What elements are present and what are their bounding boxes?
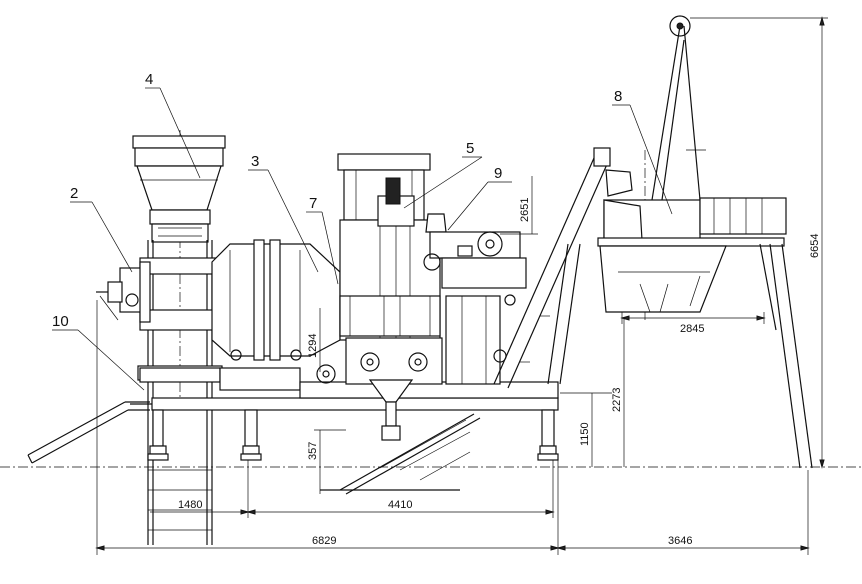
callout-5: 5 (466, 140, 474, 157)
right-tower (547, 15, 813, 469)
dim-4410: 4410 (388, 499, 412, 511)
left-frame-ladder (137, 240, 223, 545)
filler-unit (423, 213, 527, 385)
under-conveyor (320, 413, 481, 495)
burner-assembly (96, 261, 151, 323)
main-chassis (130, 367, 559, 411)
callout-leaders (52, 87, 673, 391)
feed-conveyor (27, 401, 150, 464)
mixing-tower (316, 153, 443, 441)
dim-1480: 1480 (178, 499, 202, 511)
dim-6829: 6829 (312, 535, 336, 547)
callout-8: 8 (614, 88, 622, 105)
callout-4: 4 (145, 71, 153, 88)
dim-6654: 6654 (809, 234, 821, 258)
dim-2845: 2845 (680, 323, 704, 335)
callout-10: 10 (52, 313, 69, 330)
dim-2273: 2273 (611, 388, 623, 412)
dim-1150: 1150 (579, 422, 591, 446)
callout-9: 9 (494, 165, 502, 182)
callout-2: 2 (70, 185, 78, 202)
dimension-lines (95, 16, 828, 555)
inclined-conveyor (493, 147, 633, 389)
dryer-drum (211, 239, 341, 361)
dim-1294: 1294 (307, 334, 319, 358)
dim-3646: 3646 (668, 535, 692, 547)
callout-3: 3 (251, 153, 259, 170)
support-legs (147, 409, 559, 461)
dim-357: 357 (307, 442, 319, 460)
cold-feed-hopper (132, 135, 226, 243)
callout-7: 7 (309, 195, 317, 212)
dim-2651: 2651 (519, 198, 531, 222)
